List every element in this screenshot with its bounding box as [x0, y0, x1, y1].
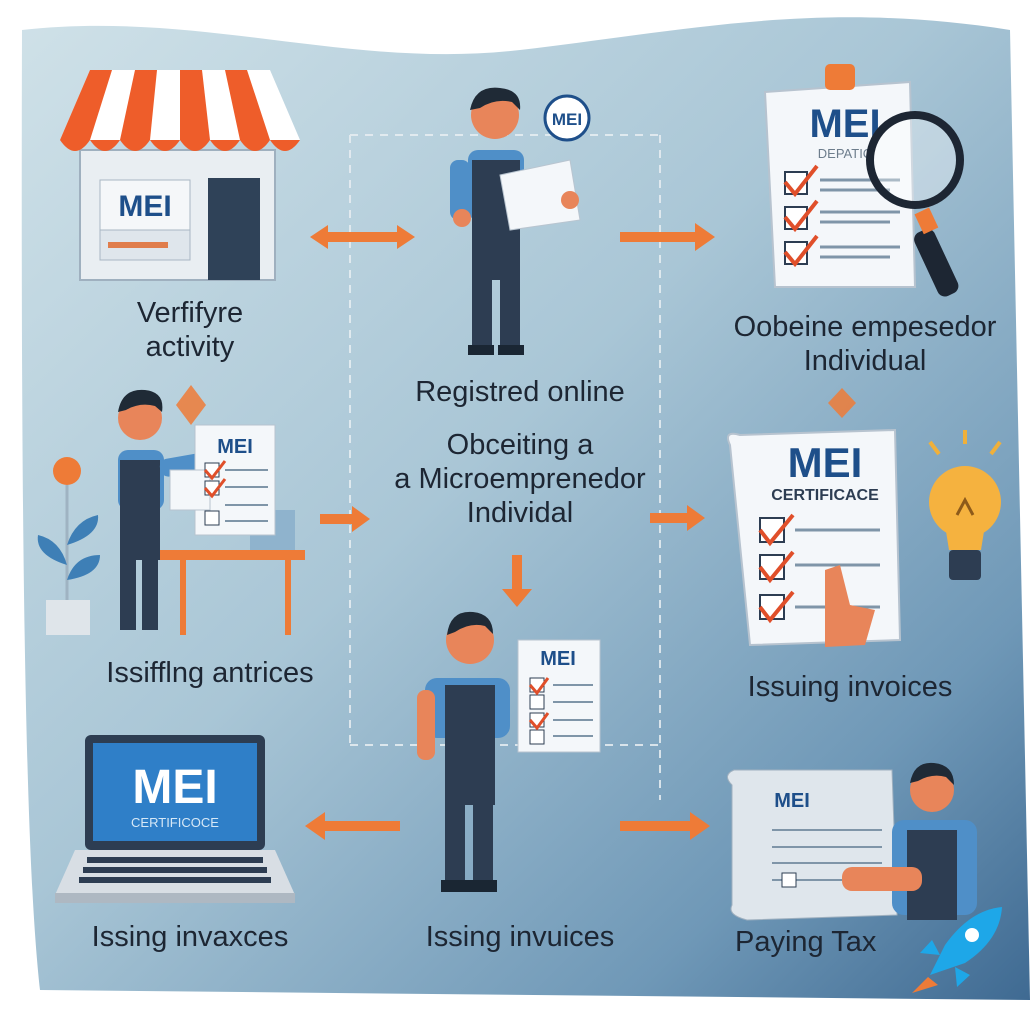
rocket-icon [912, 907, 1002, 993]
mei-badge-text: MEI [552, 110, 582, 129]
arrow-icon [828, 388, 856, 418]
document-icon: MEI CERTIFICACE [727, 428, 902, 647]
plant-icon [37, 457, 100, 635]
arrow-icon [650, 505, 705, 531]
obtain-doc-title: MEI [809, 102, 880, 146]
arrow-icon [305, 812, 400, 840]
taxes-doc-title: MEI [774, 790, 810, 812]
arrow-icon [620, 812, 710, 840]
laptop-screen-title: MEI [132, 761, 217, 814]
obtain-doc-subtitle: DEPATIC [818, 146, 872, 161]
store-sign-text: MEI [118, 190, 171, 223]
mei-badge-icon: MEI [543, 94, 591, 142]
arrow-icon [320, 506, 370, 532]
caption-paying-taxes: Paying Tax [735, 926, 877, 958]
caption-issuing-articles: Issifflng antrices [106, 657, 314, 689]
certificate-doc-title: MEI [788, 439, 863, 486]
document-icon: MEI [517, 639, 601, 753]
arrow-icon [502, 555, 532, 607]
laptop-screen-subtitle: CERTIFICOCE [131, 815, 219, 830]
caption-verify-activity: Verfifyre activity [136, 297, 244, 363]
worker-icon [417, 611, 510, 892]
laptop-icon: MEI CERTIFICOCE [55, 735, 295, 903]
checkbox-icon [783, 164, 819, 268]
center-doc-title: MEI [540, 648, 576, 670]
worker-icon [450, 87, 581, 355]
storefront-icon: MEI [60, 70, 300, 281]
document-icon: MEI [169, 424, 276, 536]
arrow-icon [620, 223, 715, 251]
caption-registered-online: Registred online [415, 376, 625, 408]
magnifier-icon [866, 111, 964, 297]
arrow-icon [310, 225, 415, 249]
caption-issuing-invoices-center: Issing invuices [425, 921, 615, 953]
lightbulb-icon [928, 430, 1002, 580]
certificate-doc-subtitle: CERTIFICACE [771, 487, 879, 504]
document-icon: MEI [727, 762, 977, 921]
articles-doc-title: MEI [217, 436, 253, 458]
caption-obtaining-mei: Obceiting a a Microemprenedor Individal [394, 429, 646, 529]
arrow-icon [176, 385, 206, 425]
caption-obtain-individual: Oobeine empesedor Individual [733, 311, 997, 377]
caption-issuing-invoices-right: Issuing invoices [747, 671, 953, 703]
caption-issuing-invoices-left: Issing invaxces [91, 921, 289, 953]
